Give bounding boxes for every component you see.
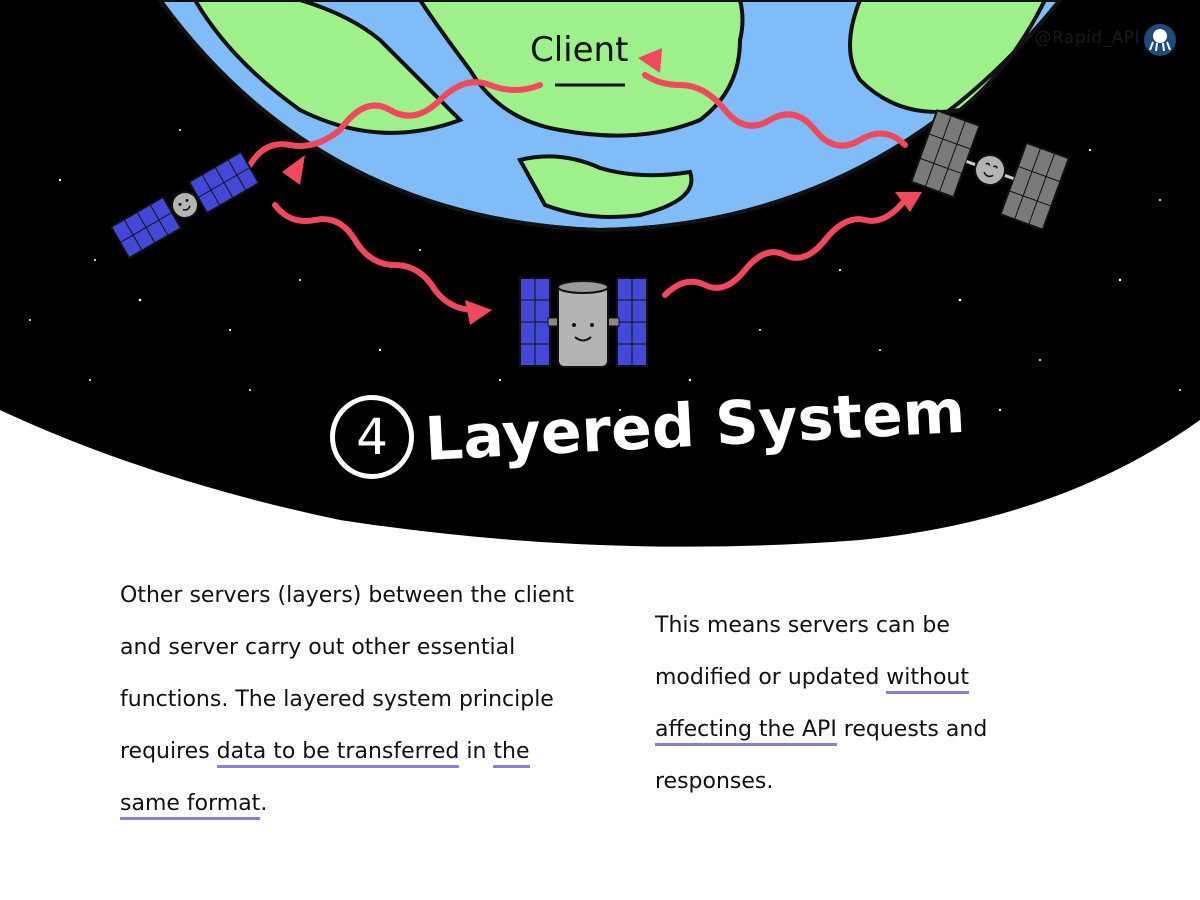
rapid-api-handle: @Rapid_API <box>1034 28 1140 48</box>
client-label: Client <box>530 30 628 70</box>
left-paragraph: Other servers (layers) between the clien… <box>120 570 590 830</box>
right-paragraph: This means servers can be modified or up… <box>655 600 1035 808</box>
title-number-circle: 4 <box>330 395 414 479</box>
left-highlight-data-transfer: data to be transferred <box>217 739 460 768</box>
left-paragraph-part2: in <box>459 739 493 764</box>
rapid-api-logo-icon <box>1144 24 1176 56</box>
left-paragraph-part3: . <box>260 791 267 816</box>
diagram-title: 4 Layered System <box>330 395 890 515</box>
left-paragraph-part1: Other servers (layers) between the clien… <box>120 583 574 764</box>
center-satellite <box>520 278 647 367</box>
